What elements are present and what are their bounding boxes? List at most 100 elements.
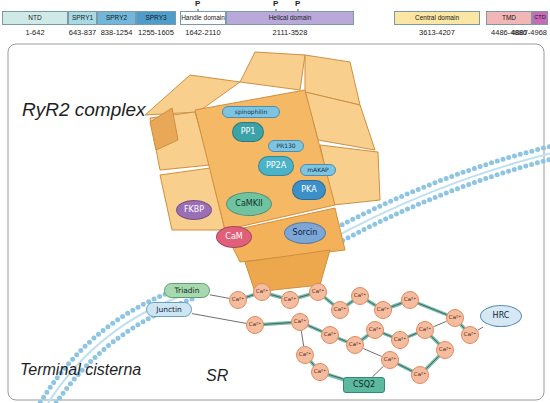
calcium-ion: Ca²⁺ [229,291,247,309]
node-label: Ca²⁺ [414,372,426,378]
calcium-ion: Ca²⁺ [296,346,314,364]
anchor-protein: PR130 [268,140,304,152]
calcium-ion: Ca²⁺ [246,316,264,334]
calcium-ion: Ca²⁺ [374,301,392,319]
domain-segment: SPRY31255-1605 [136,11,176,25]
domain-segment: Helical domain2111-3528 [226,11,354,25]
calcium-ion: Ca²⁺ [446,309,464,327]
node-label: Ca²⁺ [369,327,381,333]
node-label: PKA [301,186,316,194]
polymer-link [478,327,483,330]
phospho-site: P [273,0,278,8]
node-label: mAKAP [307,167,329,173]
node-label: Ca²⁺ [256,289,268,295]
sorcin-oval: Sorcin [284,222,326,244]
calcium-ion: Ca²⁺ [331,301,349,319]
triadin-pill: Triadin [164,283,210,298]
domain-segment: Central domain3613-4207 [394,11,480,25]
residue-range: 1642-2110 [185,29,220,37]
domain-name: SPRY1 [72,15,93,22]
node-label: CSQ2 [353,381,375,389]
polymer-link [362,335,368,339]
residue-range: 1255-1605 [138,29,174,37]
polymer-link [301,331,303,346]
calcium-ion: Ca²⁺ [321,326,339,344]
node-label: PP2A [266,162,286,170]
domain-segment: TMD4486-4886 [486,11,532,25]
calcium-ion: Ca²⁺ [281,291,299,309]
node-label: Ca²⁺ [404,297,416,303]
phospho-site: P [195,0,200,8]
domain-segment: SPRY2838-1254 [97,11,136,25]
node-label: PR130 [276,143,295,149]
panel-frame [8,44,544,400]
domain-name: SPRY3 [145,15,166,22]
node-label: PP1 [241,128,256,136]
calcium-ion: Ca²⁺ [401,291,419,309]
hrc-oval: HRC [480,305,522,327]
domain-name: TMD [502,15,516,22]
node-label: Ca²⁺ [232,297,244,303]
residue-range: 1-642 [25,29,44,37]
cam-oval: CaM [216,226,252,248]
node-label: Triadin [175,287,200,295]
csq2-polymer [238,292,470,385]
node-label: Ca²⁺ [449,315,461,321]
node-label: Ca²⁺ [284,297,296,303]
anchor-protein: spinophilin [222,106,280,118]
calcium-ion: Ca²⁺ [346,336,364,354]
polymer-link [247,295,254,297]
calcium-ion: Ca²⁺ [436,341,454,359]
polymer-link [329,375,343,379]
residue-range: 4887-4968 [511,29,547,37]
node-label: Ca²⁺ [314,369,326,375]
polymer-link [325,298,333,305]
node-label: Junctin [156,306,182,314]
node-label: Ca²⁺ [249,322,261,328]
calcium-ion: Ca²⁺ [366,321,384,339]
polymer-link [363,349,381,357]
calcium-ion: Ca²⁺ [291,313,309,331]
phospho-site: P [295,0,300,8]
node-label: CaM [225,233,242,241]
polymer-link [426,356,438,368]
domain-segment: Handle domain1642-2110 [180,11,226,25]
node-label: Ca²⁺ [312,289,324,295]
domain-segment: CTD4887-4968 [532,11,548,25]
node-label: FKBP [184,206,204,214]
phosphatase-pill: PP2A [258,156,294,176]
csq2-box: CSQ2 [343,377,385,393]
node-label: Ca²⁺ [299,352,311,358]
region-label: SR [206,368,228,384]
residue-range: 2111-3528 [273,29,308,37]
calcium-ion: Ca²⁺ [253,283,271,301]
calcium-ion: Ca²⁺ [461,326,479,344]
domain-name: Handle domain [181,15,225,22]
calcium-ion: Ca²⁺ [311,363,329,381]
polymer-link [418,303,446,314]
domain-segment: NTD1-642 [2,11,68,25]
node-label: Ca²⁺ [439,347,451,353]
node-label: Ca²⁺ [324,332,336,338]
residue-range: 3613-4207 [419,29,455,37]
anchor-protein: mAKAP [300,164,336,176]
polymer-link [391,303,401,307]
calcium-ion: Ca²⁺ [309,283,327,301]
node-label: Sorcin [293,229,318,237]
domain-name: CTD [534,15,545,21]
polymer-link [210,295,229,299]
polymer-link [433,321,446,326]
node-label: Ca²⁺ [394,337,406,343]
ryr2-tetramer [145,52,380,292]
polymer-link [347,301,352,305]
junctin-pill: Junctin [146,302,192,317]
node-label: Ca²⁺ [349,342,361,348]
node-label: spinophilin [235,109,268,115]
node-label: Ca²⁺ [384,357,396,363]
node-label: Ca²⁺ [464,332,476,338]
calcium-ion: Ca²⁺ [391,331,409,349]
domain-name: Central domain [415,15,459,22]
calcium-ion: Ca²⁺ [381,351,399,369]
node-label: Ca²⁺ [377,307,389,313]
residue-range: 838-1254 [101,29,133,37]
